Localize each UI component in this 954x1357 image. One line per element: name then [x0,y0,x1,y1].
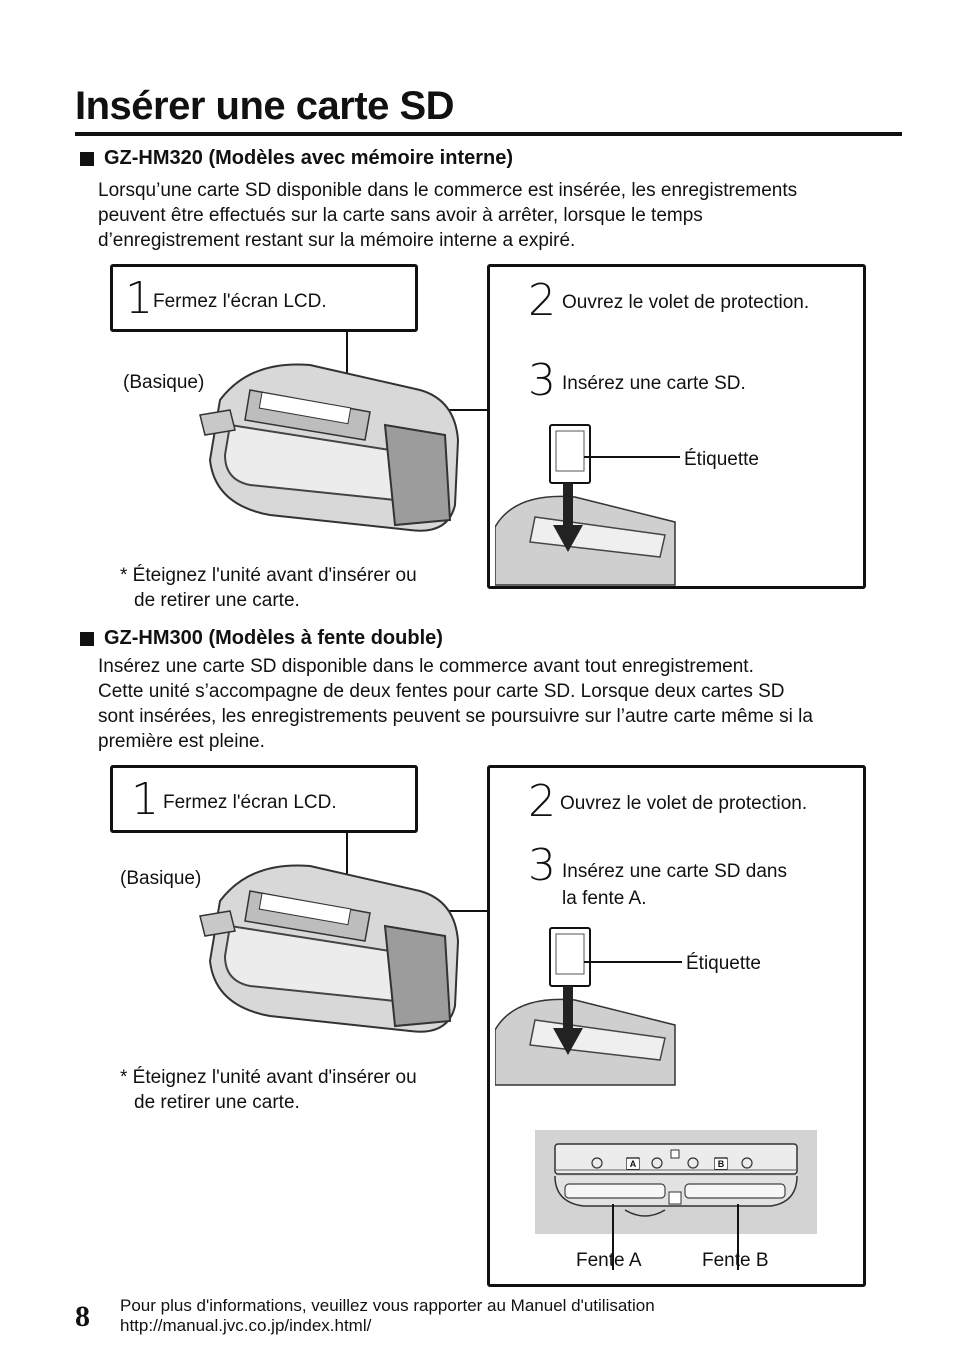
page-number: 8 [75,1300,90,1333]
section2-note-line: de retirer une carte. [134,1092,300,1113]
footer: Pour plus d'informations, veuillez vous … [120,1296,655,1336]
slot-b-label: Fente B [702,1250,769,1271]
section1-step3-number: 3 [528,355,556,406]
slot-a-label: Fente A [576,1250,642,1271]
section2-step1-text: Fermez l'écran LCD. [163,792,337,813]
section1-body: Lorsqu’une carte SD disponible dans le c… [98,178,797,253]
section2-etiquette-label: Étiquette [686,953,761,974]
section2-step23-box: 2 Ouvrez le volet de protection. 3 Insér… [487,765,866,1287]
footer-text: Pour plus d'informations, veuillez vous … [120,1296,655,1315]
section2-heading-text: GZ-HM300 (Modèles à fente double) [104,627,443,649]
section1-body-line: d’enregistrement restant sur la mémoire … [98,230,576,251]
section1-heading: GZ-HM320 (Modèles avec mémoire interne) [80,147,513,170]
dual-slot-illustration [535,1130,817,1270]
section2-body-line: première est pleine. [98,731,265,752]
section1-step23-box: 2 Ouvrez le volet de protection. 3 Insér… [487,264,866,589]
section2-step3-text: Insérez une carte SD dans la fente A. [562,858,787,912]
section2-body-line: Cette unité s’accompagne de deux fentes … [98,681,785,702]
camcorder-illustration [199,833,490,1033]
section2-heading: GZ-HM300 (Modèles à fente double) [80,627,443,650]
slot-b-mark: B [715,1159,727,1169]
section1-step2-text: Ouvrez le volet de protection. [562,292,810,313]
section2-step1-number: 1 [131,774,159,825]
camcorder-illustration [199,332,490,532]
section1-note-line: de retirer une carte. [134,590,300,611]
section2-step3-number: 3 [528,840,556,891]
section2-body-line: sont insérées, les enregistrements peuve… [98,706,813,727]
section1-body-line: Lorsqu’une carte SD disponible dans le c… [98,180,798,201]
page-title: Insérer une carte SD [75,84,455,128]
title-rule [75,132,902,136]
section2-step2-text: Ouvrez le volet de protection. [560,793,808,814]
section2-step1-box: 1 Fermez l'écran LCD. [110,765,418,833]
bullet-square-icon [80,631,94,646]
section1-etiquette-label: Étiquette [684,449,759,470]
section1-note-line: * Éteignez l'unité avant d'insérer ou [120,565,417,586]
section2-step3-text-line: la fente A. [562,888,647,909]
section2-step3-text-line: Insérez une carte SD dans [562,861,787,882]
footer-url: http://manual.jvc.co.jp/index.html/ [120,1316,372,1335]
bullet-square-icon [80,151,94,166]
section1-note: * Éteignez l'unité avant d'insérer ou de… [120,563,417,613]
section1-step1-number: 1 [125,273,153,324]
section2-body: Insérez une carte SD disponible dans le … [98,654,813,754]
section1-step1-box: 1 Fermez l'écran LCD. [110,264,418,332]
sd-card-insert-illustration [495,424,680,586]
section1-basique-label: (Basique) [123,372,205,393]
section2-note-line: * Éteignez l'unité avant d'insérer ou [120,1067,417,1088]
section1-step1-text: Fermez l'écran LCD. [153,291,327,312]
section1-heading-text: GZ-HM320 (Modèles avec mémoire interne) [104,147,514,169]
section1-step3-text: Insérez une carte SD. [562,373,746,394]
section2-note: * Éteignez l'unité avant d'insérer ou de… [120,1065,417,1115]
slot-a-mark: A [627,1159,639,1169]
section2-step2-number: 2 [528,776,556,827]
section1-body-line: peuvent être effectués sur la carte sans… [98,205,703,226]
sd-card-insert-illustration [495,927,682,1086]
section2-basique-label: (Basique) [120,868,202,889]
section1-step2-number: 2 [528,275,556,326]
section2-body-line: Insérez une carte SD disponible dans le … [98,656,754,677]
